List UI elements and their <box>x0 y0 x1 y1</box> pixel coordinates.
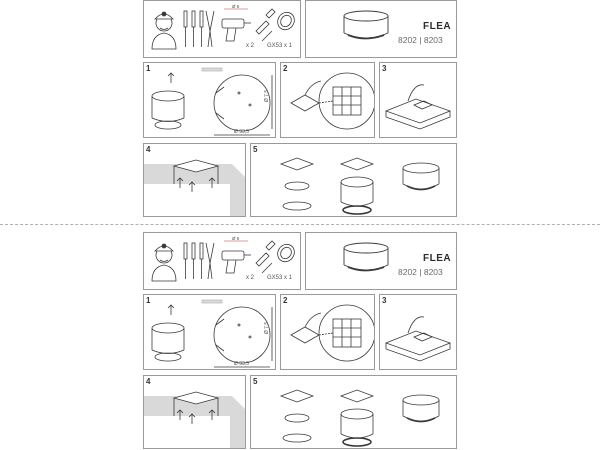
tools-panel: Ø 6 x 2 GX53 x 1 <box>143 0 301 58</box>
screw-quantity-label: x 2 <box>246 43 255 49</box>
ceiling-surface <box>144 164 245 216</box>
step-2-panel: 2 <box>280 294 375 370</box>
step-5-panel: 5 <box>250 375 457 449</box>
ceiling-surface <box>144 396 245 448</box>
product-header-panel: FLEA 8202 | 8203 <box>305 0 457 58</box>
product-illustration <box>343 242 389 272</box>
pliers-icon <box>205 10 215 48</box>
screw-icon <box>265 240 276 251</box>
step-number: 1 <box>146 64 151 73</box>
step-number: 3 <box>382 64 387 73</box>
drill-size-label: Ø 6 <box>232 236 240 241</box>
step-3-illustration <box>384 84 452 130</box>
cut-line <box>0 224 600 225</box>
brand-name: FLEA <box>423 21 452 32</box>
product-header-panel: FLEA 8202 | 8203 <box>305 232 457 290</box>
step-4-illustration <box>144 391 245 448</box>
step-5-panel: 5 <box>250 143 457 217</box>
step-5-illustration <box>279 157 440 215</box>
arrow-up-icon <box>176 177 184 188</box>
height-dimension: Ø 7,5 <box>264 89 271 103</box>
model-numbers: 8202 | 8203 <box>398 35 443 45</box>
gx53-bulb-icon <box>277 243 295 263</box>
step-1-illustration <box>151 67 273 136</box>
installer-helmet-icon <box>151 243 177 282</box>
screwdriver-icon <box>183 10 204 47</box>
step-1-panel: 1 Ø 93,5 Ø 7,5 <box>143 294 276 370</box>
diameter-dimension: Ø 93,5 <box>234 129 250 135</box>
step-5-illustration <box>279 389 440 447</box>
step-3-illustration <box>384 316 452 362</box>
tools-illustration: Ø 6 <box>151 4 295 50</box>
step-1-illustration <box>151 299 273 368</box>
step-number: 1 <box>146 296 151 305</box>
step-3-panel: 3 <box>379 294 457 370</box>
screwdriver-icon <box>183 242 204 279</box>
bulb-quantity-label: GX53 x 1 <box>267 275 293 281</box>
product-downlight-image <box>343 242 389 272</box>
step-3-panel: 3 <box>379 62 457 138</box>
step-number: 2 <box>283 64 288 73</box>
arrow-up-icon <box>176 409 184 420</box>
power-drill-icon <box>221 240 251 274</box>
step-number: 4 <box>146 145 151 154</box>
sheet-bottom: Ø 6 x 2 GX53 x 1 FLE <box>0 232 600 450</box>
pliers-icon <box>205 242 215 280</box>
tools-panel: Ø 6 x 2 GX53 x 1 <box>143 232 301 290</box>
diameter-dimension: Ø 93,5 <box>234 361 250 367</box>
screw-icon <box>265 8 276 19</box>
product-downlight-image <box>343 10 389 40</box>
wall-plug-icon <box>255 252 273 274</box>
gx53-bulb-icon <box>277 11 295 31</box>
step-number: 2 <box>283 296 288 305</box>
bulb-quantity-label: GX53 x 1 <box>267 43 293 49</box>
tools-illustration: Ø 6 <box>151 236 295 282</box>
step-number: 5 <box>253 377 258 386</box>
model-numbers: 8202 | 8203 <box>398 267 443 277</box>
step-4-panel: 4 <box>143 375 246 449</box>
arrow-up-icon <box>167 72 175 83</box>
step-2-panel: 2 <box>280 62 375 138</box>
power-drill-icon <box>221 8 251 42</box>
step-number: 4 <box>146 377 151 386</box>
installer-helmet-icon <box>151 11 177 50</box>
step-4-illustration <box>144 159 245 216</box>
step-2-illustration <box>290 72 374 130</box>
step-1-panel: 1 Ø 93,5 Ø 7,5 <box>143 62 276 138</box>
step-4-panel: 4 <box>143 143 246 217</box>
step-2-illustration <box>290 304 374 362</box>
wall-plug-icon <box>255 20 273 42</box>
product-illustration <box>343 10 389 40</box>
step-number: 3 <box>382 296 387 305</box>
step-number: 5 <box>253 145 258 154</box>
sheet-top: Ø 6 x 2 GX53 x 1 <box>0 0 600 224</box>
arrow-up-icon <box>167 304 175 315</box>
height-dimension: Ø 7,5 <box>264 321 271 335</box>
drill-size-label: Ø 6 <box>232 4 240 9</box>
brand-name: FLEA <box>423 253 452 264</box>
screw-quantity-label: x 2 <box>246 275 255 281</box>
